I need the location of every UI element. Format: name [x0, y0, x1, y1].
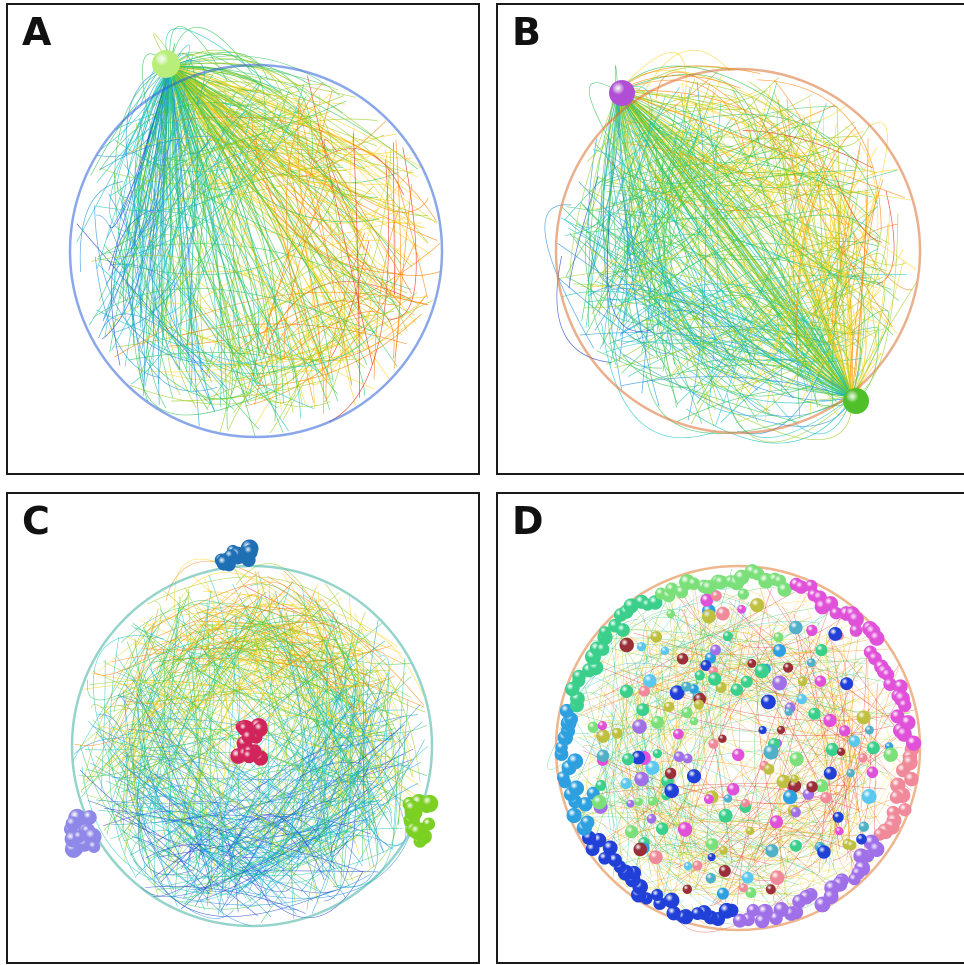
trajectory-lines: [72, 558, 429, 926]
panel-b: B: [496, 3, 964, 475]
sphere-trajectory-figure-a: [68, 25, 444, 439]
panel-label-b: B: [512, 10, 541, 54]
panel-label-c: C: [22, 499, 50, 543]
panel-c: C: [6, 492, 480, 964]
particle-cluster-right: [402, 794, 439, 848]
marker-sphere-start: [609, 80, 635, 106]
sphere-trajectory-figure-b: [544, 49, 922, 444]
sphere-outline: [68, 63, 444, 439]
particle-spheres: [554, 564, 922, 929]
panel-label-d: D: [512, 499, 544, 543]
sphere-trajectory-figure-d: [547, 564, 922, 933]
marker-sphere-end: [843, 388, 869, 414]
sphere-outline: [554, 67, 922, 435]
particle-cluster-top: [214, 539, 259, 572]
sphere-trajectory-figure-c: [63, 539, 439, 928]
particle-cluster-left: [63, 808, 102, 858]
trajectory-lines: [544, 49, 917, 444]
panel-label-a: A: [22, 10, 52, 54]
panel-d: D: [496, 492, 964, 964]
marker-sphere: [152, 50, 180, 78]
panel-a: A: [6, 3, 480, 475]
trajectory-lines: [76, 25, 441, 437]
particle-cluster-center: [230, 718, 269, 766]
